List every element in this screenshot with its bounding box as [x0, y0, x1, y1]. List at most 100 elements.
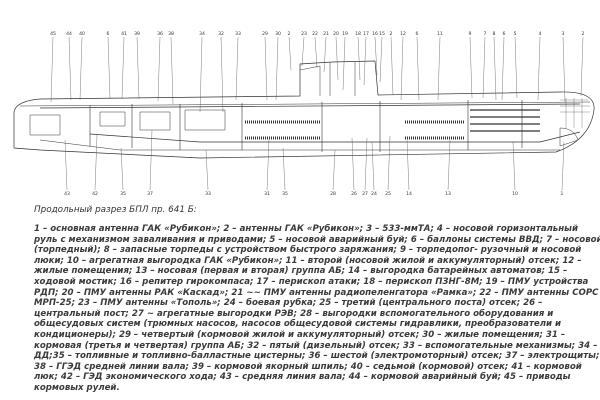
legend-line: общесудовых систем (трюмных насосов, нас…: [34, 319, 562, 330]
callout-number: 26: [351, 191, 357, 197]
callout-leader-line: [371, 141, 375, 191]
callout-number: 10: [512, 191, 518, 197]
callout-number: 27: [362, 191, 368, 197]
callout-leader-line: [205, 149, 209, 191]
legend-line: кормовая (третья и четвертая) группа АБ;…: [34, 340, 598, 351]
callout-leader-line: [400, 36, 404, 101]
callout-leader-line: [149, 129, 153, 191]
callout-number: 13: [445, 191, 451, 197]
callout-leader-line: [282, 147, 286, 191]
callout-number: 33: [235, 31, 241, 37]
legend-line: 1 – основная антенна ГАК «Рубикон»; 2 – …: [34, 224, 578, 234]
callout-number: 12: [400, 31, 406, 37]
callout-number: 15: [379, 31, 385, 37]
callout-number: 28: [330, 191, 336, 197]
bulkheads: [89, 100, 523, 152]
pressure-hull-bottom: [89, 131, 581, 143]
callout-leader-line: [406, 139, 410, 191]
callout-number: 2: [390, 31, 393, 37]
callout-number: 35: [282, 191, 288, 197]
callout-number: 1: [561, 191, 564, 197]
callout-number: 40: [79, 31, 85, 37]
callout-number: 33: [205, 191, 211, 197]
callout-number: 35: [120, 191, 126, 197]
callout-leader-line: [136, 36, 140, 100]
callout-number: 43: [64, 191, 70, 197]
callout-number: 6: [107, 31, 110, 37]
callout-number: 17: [363, 31, 369, 37]
callout-leader-line: [501, 36, 505, 101]
callout-leader-line: [332, 149, 336, 191]
callout-number: 25: [385, 191, 391, 197]
callout-leader-line: [50, 36, 54, 103]
callout-leader-line: [512, 141, 516, 191]
callout-number: 42: [92, 191, 98, 197]
legend-line: МРП-25; 23 – ПМУ антенны «Тополь»; 24 – …: [34, 298, 543, 309]
legend-line: жилые помещения; 13 – носовая (первая и …: [34, 266, 568, 277]
legend-line: центральный пост; 27 ~ агрегатные выгоро…: [34, 308, 554, 319]
callout-number: 11: [437, 31, 443, 37]
callout-leader-line: [537, 36, 541, 101]
callout-number: 41: [121, 31, 127, 37]
battery-rows: [245, 120, 465, 140]
engine-blocks: [29, 109, 226, 136]
callout-number: 31: [264, 191, 270, 197]
callout-number: 30: [275, 31, 281, 37]
callout-leader-line: [266, 139, 270, 191]
sail-detail: [299, 62, 356, 96]
callout-number: 14: [406, 191, 412, 197]
callout-leader-line: [416, 36, 420, 101]
callout-number: 34: [199, 31, 205, 37]
callout-number: 8: [493, 31, 496, 37]
callout-leader-line: [288, 36, 292, 71]
callout-leader-line: [68, 36, 72, 101]
callout-number: 19: [342, 31, 348, 37]
submarine-hull: [13, 60, 595, 159]
callout-number: 2: [288, 31, 291, 37]
legend-line: люки; 10 – агрегатная выгородка ГАК «Руб…: [34, 255, 582, 266]
upper-deck-line: [19, 101, 591, 107]
callout-leader-line: [363, 36, 367, 86]
callout-leader-line: [170, 36, 174, 105]
callout-leader-line: [387, 135, 391, 191]
callout-leader-line: [264, 36, 268, 101]
callout-leader-line: [447, 139, 451, 191]
callout-leader-line: [379, 36, 383, 83]
callout-number: 37: [147, 191, 153, 197]
legend-line: кормовых рулей.: [34, 382, 120, 393]
callout-number: 44: [66, 31, 72, 37]
callout-leader-line: [121, 36, 125, 100]
callout-number: 21: [323, 31, 329, 37]
callout-number: 2: [582, 31, 585, 37]
caption-title: Продольный разрез БПЛ пр. 641 Б:: [34, 205, 197, 215]
callout-leader-line: [351, 137, 355, 191]
callout-number: 23: [301, 31, 307, 37]
callout-leader-line: [514, 36, 518, 99]
callout-leader-line: [314, 36, 318, 69]
callout-leader-line: [199, 36, 203, 113]
legend-line: руль с механизмом заваливания и приводам…: [34, 234, 600, 245]
callout-leader-line: [357, 36, 361, 81]
callout-leader-line: [335, 36, 339, 81]
callout-leader-line: [493, 36, 497, 101]
legend-line: РДП; 20 – ПМУ антенны РАК «Каскад»; 21 ~…: [34, 287, 599, 298]
callout-leader-line: [562, 36, 566, 103]
callout-leader-line: [301, 36, 305, 67]
callout-leader-line: [342, 36, 346, 91]
hull-outline: [13, 60, 595, 159]
callout-number: 36: [157, 31, 163, 37]
callout-leader-line: [437, 36, 441, 101]
callout-number: 18: [355, 31, 361, 37]
callout-leader-line: [580, 36, 584, 97]
callout-leader-line: [64, 139, 68, 191]
callout-leader-line: [482, 36, 486, 99]
callout-number: 38: [168, 31, 174, 37]
callout-number: 3: [562, 31, 565, 37]
legend-line: ходовой мостик; 16 – репитер гирокомпаса…: [34, 276, 589, 287]
callout-number: 29: [262, 31, 268, 37]
callout-leader-line: [469, 36, 473, 99]
callout-number: 39: [134, 31, 140, 37]
legend-line: 38 – ГГЭД средней линии вала; 39 – кормо…: [34, 361, 582, 372]
